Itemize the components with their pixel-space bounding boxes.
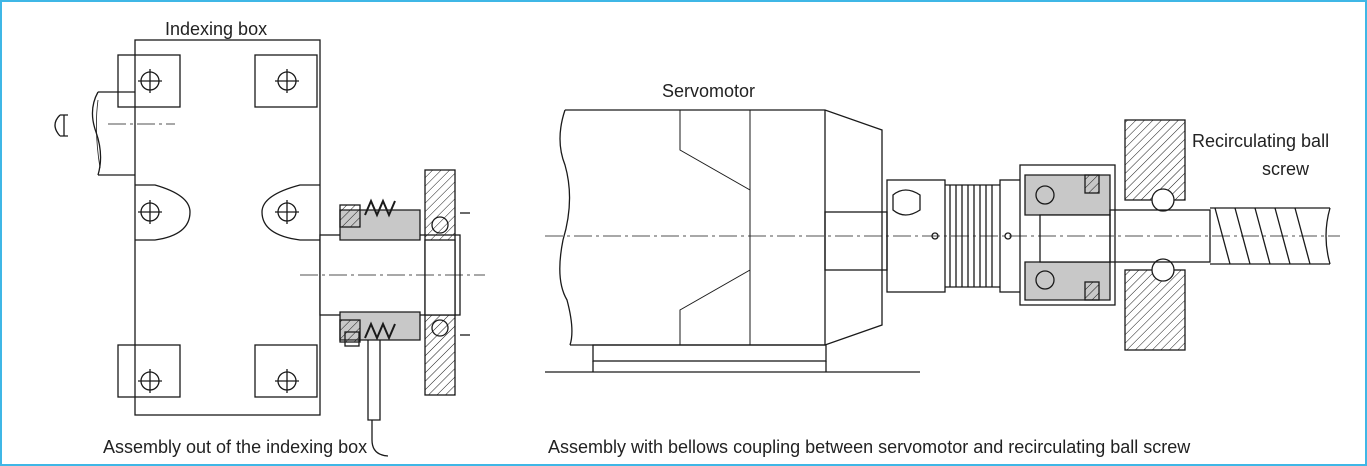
ball-screw-label-line1: Recirculating ball (1192, 131, 1330, 151)
ball-screw-label-line2: screw (1262, 159, 1310, 179)
corner-block (117, 54, 181, 108)
indexing-box-label: Indexing box (165, 19, 268, 39)
corner-block (117, 344, 181, 398)
corner-block (254, 54, 318, 108)
indexing-box-drawing (54, 39, 485, 457)
servomotor-drawing (545, 109, 1340, 373)
bolt-symbols (138, 69, 299, 393)
corner-block (254, 344, 318, 398)
caption-left: Assembly out of the indexing box (103, 437, 368, 457)
servomotor-label: Servomotor (662, 81, 756, 101)
caption-right: Assembly with bellows coupling between s… (548, 437, 1191, 457)
